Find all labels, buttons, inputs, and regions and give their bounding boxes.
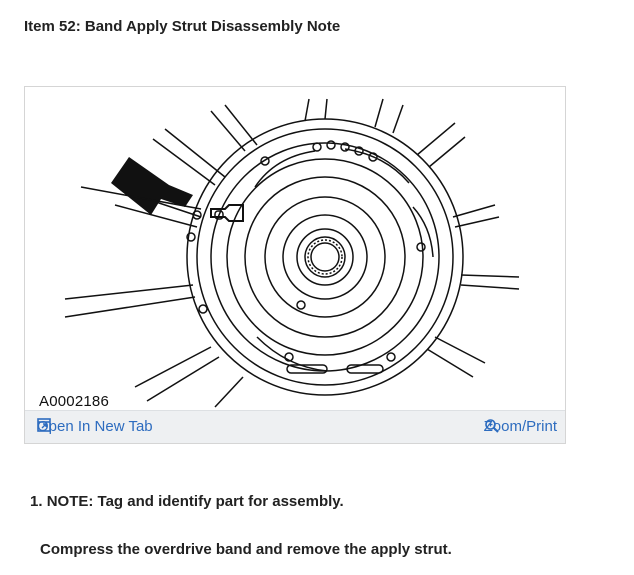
pointer-arrow (111, 157, 193, 215)
figure-id: A0002186 (39, 393, 110, 410)
open-in-new-tab-label: Open In New Tab (37, 418, 153, 435)
step-1-instruction: Compress the overdrive band and remove t… (40, 541, 452, 558)
transmission-diagram (64, 98, 520, 408)
page-title: Item 52: Band Apply Strut Disassembly No… (24, 18, 341, 35)
step-number: 1. (30, 493, 43, 510)
step-1-note: 1. NOTE: Tag and identify part for assem… (30, 493, 344, 510)
zoom-print-link[interactable]: Zoom/Print (484, 418, 557, 435)
zoom-print-label: Zoom/Print (483, 418, 557, 435)
figure-toolbar: Open In New Tab Zoom/Print (25, 410, 565, 443)
open-in-new-tab-link[interactable]: Open In New Tab (37, 418, 153, 435)
step-note-text: NOTE: Tag and identify part for assembly… (46, 493, 344, 510)
magnifier-zoom-icon (484, 419, 499, 433)
open-new-tab-icon (37, 418, 51, 432)
figure-panel: A0002186 Open In New Tab Zoom/Print (24, 86, 566, 444)
